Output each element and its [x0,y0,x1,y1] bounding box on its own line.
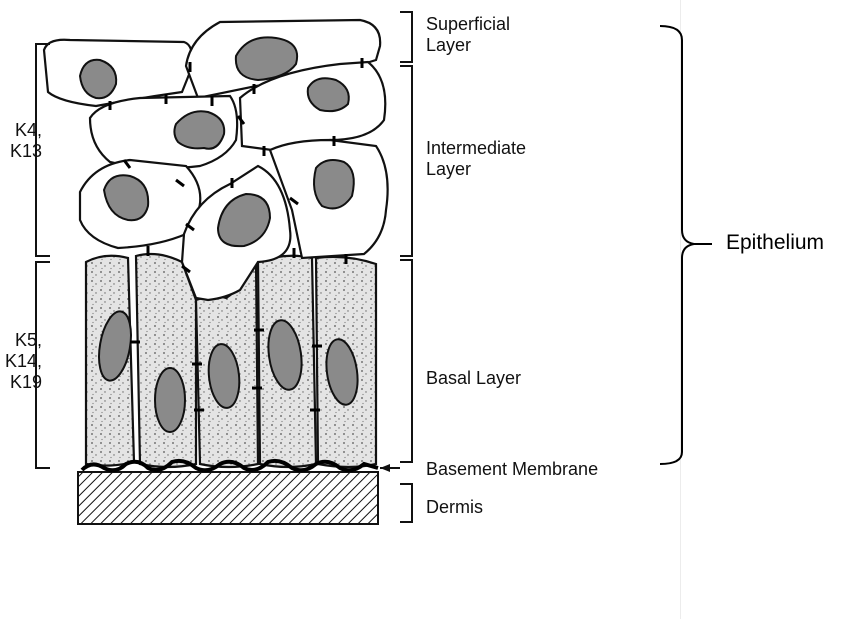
dermis-label: Dermis [426,497,483,518]
layer-brackets [400,12,412,522]
intermediate-layer-label: Intermediate Layer [426,138,526,180]
basal-layer-label: Basal Layer [426,368,521,389]
keratin-label-upper: K4, K13 [4,120,42,162]
superficial-layer-label: Superficial Layer [426,14,510,56]
dermis-block [78,472,378,524]
epithelium-bracket [660,26,694,464]
epithelium-label: Epithelium [726,232,824,253]
basement-membrane-label: Basement Membrane [426,459,598,480]
keratin-label-lower: K5, K14, K19 [0,330,42,393]
